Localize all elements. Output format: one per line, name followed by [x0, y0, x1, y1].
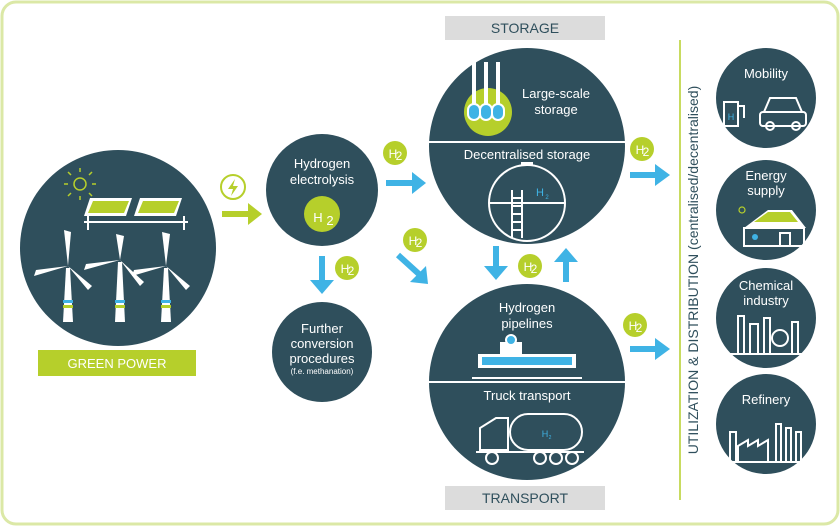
chemical-plant-icon [730, 315, 806, 355]
large-scale-storage-icon [464, 62, 512, 136]
use-refinery-label: Refinery [742, 392, 791, 407]
h2-badge-icon: H 2 [383, 141, 407, 165]
svg-text:H: H [728, 112, 735, 122]
truck-icon: H 2 [476, 413, 584, 465]
car-icon [759, 97, 807, 131]
decentral-storage-label: Decentralised storage [464, 147, 590, 162]
arrow-storage-to-utilization [630, 164, 670, 186]
arrow-storage-to-transport [484, 246, 508, 280]
conversion-line-3: procedures [289, 351, 355, 366]
truck-transport-label: Truck transport [484, 388, 571, 403]
wind-turbines-icon [34, 230, 190, 322]
use-refinery: Refinery [716, 374, 816, 474]
arrow-transport-to-storage [554, 248, 578, 282]
use-mobility: Mobility H [716, 48, 816, 148]
conversion-note: (f.e. methanation) [291, 367, 354, 376]
sun-icon [64, 168, 96, 200]
svg-text:H: H [536, 187, 544, 199]
pipelines-label-1: Hydrogen [499, 300, 555, 315]
h2-symbol: H [313, 210, 322, 225]
use-mobility-label: Mobility [744, 66, 789, 81]
storage-banner-label: STORAGE [491, 20, 559, 36]
svg-text:H: H [409, 234, 418, 248]
use-energy-supply: Energy supply [716, 160, 816, 260]
use-chemical-label-2: industry [743, 293, 789, 308]
transport-node: Hydrogen pipelines Truck transport H 2 [429, 284, 625, 480]
conversion-line-2: conversion [291, 336, 354, 351]
use-energy-label-2: supply [747, 183, 785, 198]
svg-text:2: 2 [549, 435, 552, 441]
storage-banner [445, 16, 605, 40]
arrow-transport-to-utilization [630, 338, 670, 360]
h2-badge-icon: H 2 [623, 313, 647, 337]
use-chemical-industry: Chemical industry [716, 268, 816, 368]
green-power-node: GREEN POWER [20, 150, 216, 376]
svg-text:2: 2 [643, 145, 650, 159]
svg-text:2: 2 [416, 236, 423, 250]
green-power-label: GREEN POWER [68, 356, 167, 371]
electrolysis-label-2: electrolysis [290, 172, 355, 187]
h2-badge-icon: H 2 [403, 228, 427, 252]
svg-text:2: 2 [396, 149, 403, 163]
storage-tank-icon: H 2 [488, 162, 566, 242]
svg-text:2: 2 [348, 264, 355, 278]
fuel-pump-icon: H [723, 101, 745, 127]
large-storage-label-1: Large-scale [522, 86, 590, 101]
arrow-electrolysis-to-conversion [310, 256, 334, 294]
h2-badge-icon: H 2 [518, 254, 542, 278]
pipeline-icon [472, 334, 582, 379]
conversion-node: Further conversion procedures (f.e. meth… [272, 302, 372, 402]
svg-text:H: H [629, 319, 638, 333]
storage-node: Large-scale storage Decentralised storag… [429, 48, 625, 244]
svg-text:2: 2 [545, 195, 549, 201]
svg-text:H: H [389, 147, 398, 161]
green-power-banner [38, 350, 196, 376]
house-solar-icon [738, 206, 806, 247]
utilization-vertical-label: UTILIZATION & DISTRIBUTION (centralised/… [685, 86, 701, 455]
transport-banner-label: TRANSPORT [482, 490, 569, 506]
svg-text:2: 2 [531, 262, 538, 276]
arrow-electrolysis-to-storage [386, 172, 426, 194]
refinery-icon [726, 423, 806, 463]
transport-banner [445, 486, 605, 510]
large-storage-label-2: storage [534, 102, 577, 117]
svg-text:H: H [524, 260, 533, 274]
lightning-icon [220, 174, 246, 200]
power-to-electrolysis-arrow [220, 174, 262, 225]
svg-text:H: H [542, 429, 549, 439]
solar-panels-icon [84, 198, 188, 230]
arrow-electrolysis-to-transport [395, 252, 428, 284]
pipelines-label-2: pipelines [501, 316, 553, 331]
h2-badge-icon: H 2 [630, 137, 654, 161]
svg-text:H: H [636, 143, 645, 157]
h2-symbol-sub: 2 [326, 213, 333, 228]
electrolysis-node: Hydrogen electrolysis H 2 [266, 134, 378, 246]
electrolysis-label-1: Hydrogen [294, 156, 350, 171]
svg-text:H: H [341, 262, 350, 276]
h2-badge-icon: H 2 [335, 256, 359, 280]
use-chemical-label-1: Chemical [739, 278, 793, 293]
h2-symbol-circle [304, 196, 340, 232]
use-energy-label-1: Energy [745, 168, 787, 183]
svg-text:2: 2 [636, 321, 643, 335]
conversion-line-1: Further [301, 321, 344, 336]
